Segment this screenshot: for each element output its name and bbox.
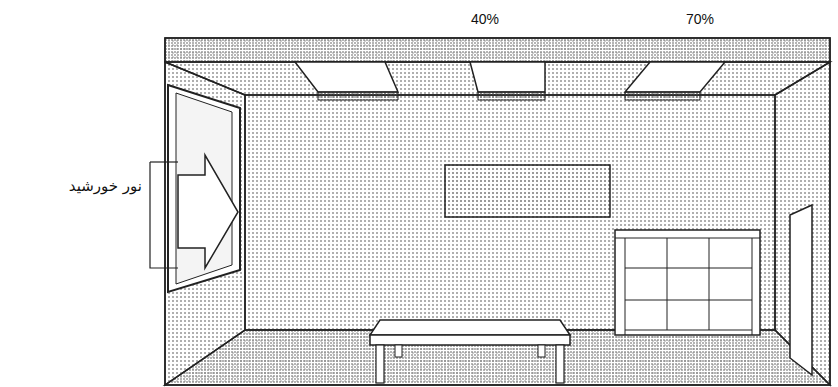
sunlight-label: نور خورشید	[67, 178, 144, 195]
percentage-label: 70%	[686, 12, 714, 27]
percentage-label: 40%	[471, 12, 499, 27]
